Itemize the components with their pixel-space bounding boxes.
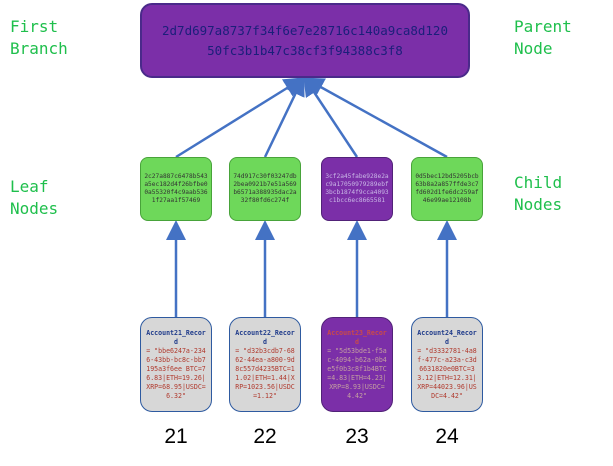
hash-text: 0d5bec12bd5205bcb63b8a2a857ffde3c7fd602d… xyxy=(415,173,479,204)
record-title: Account23_Record xyxy=(327,328,387,346)
record-node-21: Account21_Record = "bbe6247a-2346-43bb-b… xyxy=(140,317,212,412)
hash-node-24: 0d5bec12bd5205bcb63b8a2a857ffde3c7fd602d… xyxy=(411,157,483,221)
hash-text: 2c27a887c6478b543a5ec182d4f26bfbe00a5532… xyxy=(144,173,208,204)
record-node-24: Account24_Record = "d3332781-4a8f-477c-a… xyxy=(411,317,483,412)
hash-text: 74d917c30f03247db2bea0921b7e51a569b6571a… xyxy=(233,173,297,204)
record-body: = "bbe6247a-2346-43bb-bc8c-bb7195a3f6ee … xyxy=(146,346,206,400)
hash-node-22: 74d917c30f03247db2bea0921b7e51a569b6571a… xyxy=(229,157,301,221)
arrow-hash2-root xyxy=(263,75,305,158)
arrow-hash3-root xyxy=(303,75,359,158)
record-body: = "d32b3cdb7-6862-44ea-a800-9d8c557d4235… xyxy=(235,346,295,400)
record-body: = "d3332781-4a8f-477c-a23a-c3d6631820e0B… xyxy=(417,346,477,400)
parent-node-label: Parent Node xyxy=(514,17,572,58)
record-title: Account24_Record xyxy=(417,328,477,346)
root-hash-node: 2d7d697a8737f34f6e7e28716c140a9ca8d120 5… xyxy=(140,3,470,78)
child-nodes-label: Child Nodes xyxy=(514,173,563,214)
first-branch-label: First Branch xyxy=(10,17,68,58)
record-body: = "5d53bde1-f5ac-4094-b62a-0b4e5f0b3c8f1… xyxy=(327,346,387,400)
record-title: Account22_Record xyxy=(235,328,295,346)
index-label-23: 23 xyxy=(345,425,369,448)
record-title: Account21_Record xyxy=(146,328,206,346)
arrow-hash4-root xyxy=(303,77,448,159)
arrow-hash1-root xyxy=(175,77,305,159)
record-node-23: Account23_Record = "5d53bde1-f5ac-4094-b… xyxy=(321,317,393,412)
leaf-nodes-label: Leaf Nodes xyxy=(10,177,59,218)
root-hash-text: 2d7d697a8737f34f6e7e28716c140a9ca8d120 5… xyxy=(162,22,448,58)
hash-node-21: 2c27a887c6478b543a5ec182d4f26bfbe00a5532… xyxy=(140,157,212,221)
record-node-22: Account22_Record = "d32b3cdb7-6862-44ea-… xyxy=(229,317,301,412)
index-label-22: 22 xyxy=(253,425,277,448)
index-label-21: 21 xyxy=(164,425,188,448)
index-label-24: 24 xyxy=(435,425,459,448)
hash-text: 3cf2a45fabe928e2ac9a17050979289ebf3bcb18… xyxy=(325,173,389,204)
hash-node-23: 3cf2a45fabe928e2ac9a17050979289ebf3bcb18… xyxy=(321,157,393,221)
